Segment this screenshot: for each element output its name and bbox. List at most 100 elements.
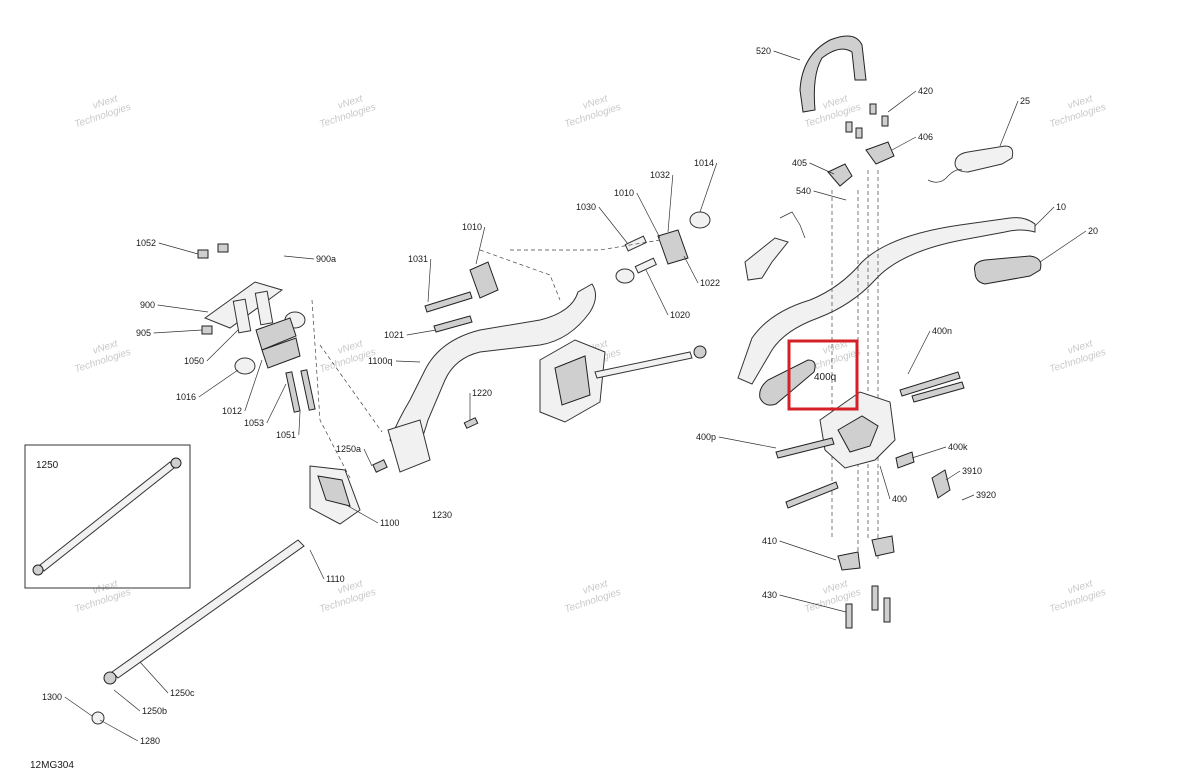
callout-label: 400n [932, 326, 952, 336]
callout-label: 1250b [142, 706, 167, 716]
leader-line [347, 505, 379, 524]
callout-1022: 1022 [683, 255, 720, 288]
callout-label: 1220 [472, 388, 492, 398]
callout-label: 3910 [962, 466, 982, 476]
callout-1250b: 1250b [113, 689, 167, 716]
callout-400: 400 [879, 465, 907, 504]
callout-label: 400 [892, 494, 907, 504]
callout-label: 1250c [170, 688, 195, 698]
leader-line [907, 330, 931, 375]
callout-label: 1010 [462, 222, 482, 232]
leader-line [667, 174, 674, 233]
leader-line [363, 448, 373, 467]
callout-label: 1031 [408, 254, 428, 264]
callout-label: 900a [316, 254, 336, 264]
callout-1014: 1014 [694, 158, 718, 213]
leader-line [911, 446, 947, 459]
leader-line [1039, 230, 1087, 263]
leader-line [779, 540, 837, 561]
callout-1032: 1032 [650, 170, 674, 233]
callout-label: 900 [140, 300, 155, 310]
diagram-code: 12MG304 [30, 760, 74, 771]
leader-line [879, 465, 891, 500]
callout-label: 540 [796, 186, 811, 196]
callout-layer: 520420254064055401020400n400p400k3910392… [42, 46, 1098, 746]
callout-1250c: 1250c [139, 661, 195, 698]
callout-400p: 400p [696, 432, 777, 449]
callout-1052: 1052 [136, 238, 199, 255]
callout-420: 420 [887, 86, 933, 113]
callout-label: 406 [918, 132, 933, 142]
callout-label: 1014 [694, 158, 714, 168]
callout-520: 520 [756, 46, 801, 61]
leader-line [999, 100, 1019, 147]
callout-label: 1020 [670, 310, 690, 320]
callout-1053: 1053 [244, 383, 287, 428]
callout-label: 405 [792, 158, 807, 168]
callout-label: 1110 [326, 574, 345, 584]
callout-label: 1100 [380, 518, 399, 528]
steering-column-assembly [319, 211, 711, 473]
leader-line [427, 258, 432, 303]
callout-1031: 1031 [408, 254, 432, 303]
callout-1300: 1300 [42, 692, 93, 717]
callout-label: 1051 [276, 430, 296, 440]
callout-label: 1050 [184, 356, 204, 366]
callout-label: 1053 [244, 418, 264, 428]
callout-1021: 1021 [384, 329, 437, 340]
leader-line [113, 689, 141, 712]
callout-410: 410 [762, 536, 837, 561]
leader-line [158, 242, 199, 255]
leader-line [961, 494, 975, 501]
leader-line [645, 269, 669, 316]
leader-line [718, 436, 777, 449]
callout-label: 1022 [700, 278, 720, 288]
callout-label: 1012 [222, 406, 242, 416]
callout-label: 1280 [140, 736, 160, 746]
callout-label: 1250a [336, 444, 361, 454]
callout-10: 10 [1034, 202, 1066, 227]
callout-1100: 1100 [347, 505, 399, 528]
callout-1110: 1110 [309, 549, 345, 584]
callout-1010b: 1010 [462, 222, 486, 265]
callout-900a: 900a [283, 254, 336, 264]
callout-430: 430 [762, 590, 847, 613]
callout-label: 1010 [614, 188, 634, 198]
callout-label: 20 [1088, 226, 1098, 236]
callout-label: 520 [756, 46, 771, 56]
highlight-box-400q [787, 339, 859, 411]
leader-line [298, 411, 301, 436]
callout-905: 905 [136, 328, 203, 338]
callout-400k: 400k [911, 442, 968, 459]
leader-line [773, 50, 801, 61]
callout-405: 405 [792, 158, 835, 175]
callout-label: 1100q [368, 356, 392, 366]
leader-line [309, 549, 325, 580]
callout-1012: 1012 [222, 359, 263, 416]
leader-line [945, 470, 961, 481]
leader-line [1034, 206, 1055, 227]
leader-line [266, 383, 287, 424]
callout-1280: 1280 [99, 719, 160, 746]
callout-1100q: 1100q [368, 356, 421, 366]
callout-1230: 1230 [432, 510, 452, 520]
callout-3910: 3910 [945, 466, 982, 481]
leader-line [887, 90, 917, 113]
callout-label: 905 [136, 328, 151, 338]
leader-line [779, 594, 847, 613]
inset-tie-rod-1250: 1250 [24, 444, 191, 589]
callout-1051: 1051 [276, 411, 301, 440]
callout-1016: 1016 [176, 369, 239, 402]
callout-1010a: 1010 [614, 188, 661, 239]
callout-label: 1016 [176, 392, 196, 402]
